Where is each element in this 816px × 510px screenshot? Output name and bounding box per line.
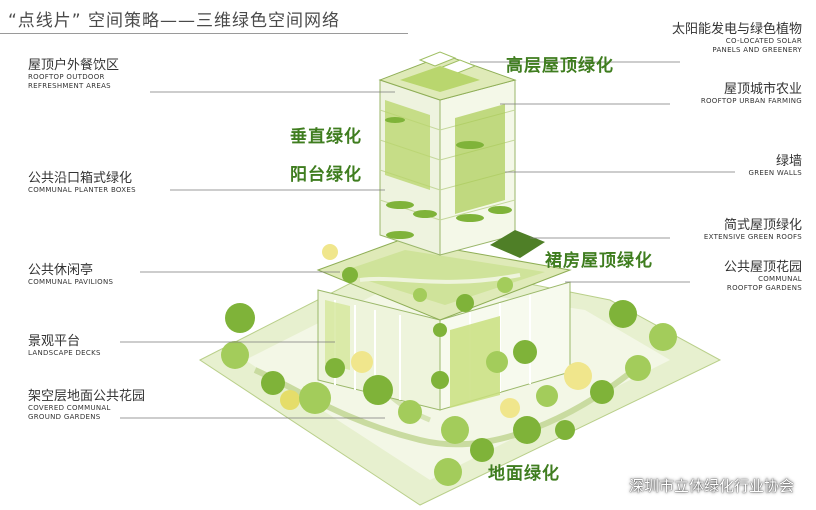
podium-green-panel (325, 300, 350, 370)
label-pavilions: 公共休闲亭 COMMUNAL PAVILIONS (28, 263, 113, 287)
label-en: GREEN WALLS (748, 169, 802, 177)
label-en: ROOFTOP OUTDOOR (28, 73, 105, 81)
label-rooftop-gardens: 公共屋顶花园 COMMUNAL ROOFTOP GARDENS (724, 260, 802, 293)
label-rooftop-refreshment: 屋顶户外餐饮区 ROOFTOP OUTDOOR REFRESHMENT AREA… (28, 58, 119, 91)
tower-green-wall (455, 104, 505, 214)
label-en: CO-LOCATED SOLAR (725, 37, 802, 45)
category-vertical: 垂直绿化 (290, 127, 362, 147)
label-cn: 景观平台 (28, 334, 81, 349)
page-title: “点线片” 空间策略——三维绿色空间网络 (8, 11, 341, 31)
watermark-logo-icon (541, 464, 571, 484)
label-cn: 公共屋顶花园 (723, 260, 802, 275)
label-ground-gardens: 架空层地面公共花园 COVERED COMMUNAL GROUND GARDEN… (28, 389, 145, 422)
label-en: EXTENSIVE GREEN ROOFS (703, 233, 802, 241)
label-cn: 屋顶城市农业 (723, 82, 802, 97)
label-green-walls: 绿墙 GREEN WALLS (749, 154, 802, 178)
label-urban-farming: 屋顶城市农业 ROOFTOP URBAN FARMING (701, 82, 802, 106)
label-cn: 太阳能发电与绿色植物 (671, 22, 802, 37)
label-cn: 简式屋顶绿化 (723, 218, 802, 233)
label-cn: 屋顶户外餐饮区 (28, 58, 120, 73)
label-en: LANDSCAPE DECKS (28, 349, 101, 357)
label-en: COMMUNAL PAVILIONS (28, 278, 114, 286)
label-planter-boxes: 公共沿口箱式绿化 COMMUNAL PLANTER BOXES (28, 171, 136, 195)
category-balcony: 阳台绿化 (290, 165, 362, 185)
label-en: PANELS AND GREENERY (712, 46, 802, 54)
tower-green-wall (385, 100, 430, 190)
watermark-text: 深圳市立体绿化行业协会 (628, 477, 794, 495)
title-divider (0, 33, 408, 34)
tower-balcony-planters (385, 117, 512, 239)
label-en: ROOFTOP URBAN FARMING (700, 97, 802, 105)
podium-green-panel (450, 316, 500, 408)
category-ground: 地面绿化 (488, 464, 560, 484)
label-cn: 公共沿口箱式绿化 (28, 171, 133, 186)
label-en: GROUND GARDENS (28, 413, 101, 421)
label-en: COMMUNAL PLANTER BOXES (28, 186, 136, 194)
extensive-green-roof (490, 230, 545, 258)
label-solar-greenery: 太阳能发电与绿色植物 CO-LOCATED SOLAR PANELS AND G… (672, 22, 802, 55)
category-high-roof: 高层屋顶绿化 (506, 56, 614, 76)
label-cn: 绿墙 (775, 154, 802, 169)
label-extensive-green-roofs: 简式屋顶绿化 EXTENSIVE GREEN ROOFS (704, 218, 802, 242)
trees (221, 244, 677, 486)
label-cn: 公共休闲亭 (28, 263, 94, 278)
podium-roof-lawn (340, 250, 545, 305)
rooftop-farm (400, 66, 480, 92)
leader-lines (120, 61, 735, 419)
category-podium: 裙房屋顶绿化 (545, 251, 653, 271)
label-landscape-decks: 景观平台 LANDSCAPE DECKS (28, 334, 101, 358)
label-cn: 架空层地面公共花园 (28, 389, 146, 404)
label-en: REFRESHMENT AREAS (28, 82, 111, 90)
label-en: COMMUNAL (758, 275, 802, 283)
label-en: ROOFTOP GARDENS (726, 284, 802, 292)
label-en: COVERED COMMUNAL (28, 404, 111, 412)
podium-roof-path (359, 273, 521, 284)
